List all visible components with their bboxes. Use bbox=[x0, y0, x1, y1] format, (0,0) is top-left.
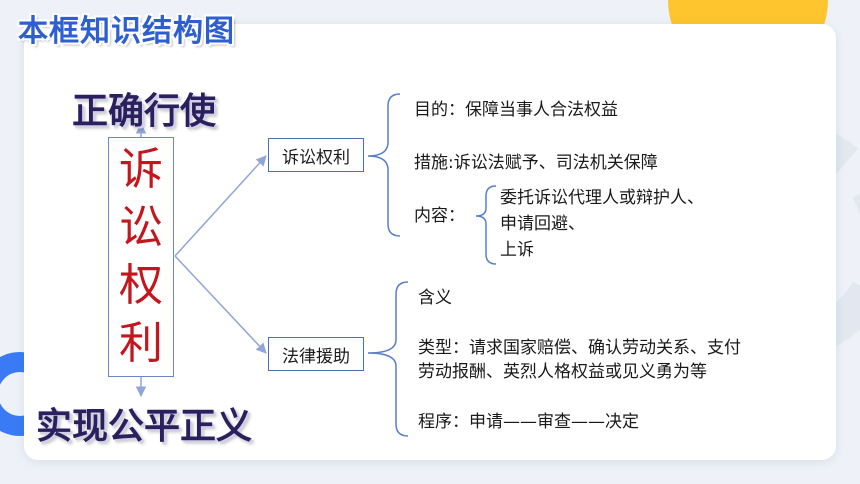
branch2-types-line1: 类型：请求国家赔偿、确认劳动关系、支付 bbox=[418, 338, 741, 358]
content-item-3: 上诉 bbox=[500, 240, 534, 260]
branch2-meaning: 含义 bbox=[418, 288, 452, 308]
main-char-2: 讼 bbox=[119, 202, 163, 253]
brace-content bbox=[475, 185, 497, 265]
branch2-procedure: 程序：申请——审查——决定 bbox=[418, 412, 639, 432]
branch2-types-line2: 劳动报酬、英烈人格权益或见义勇为等 bbox=[418, 362, 707, 382]
content-item-1: 委托诉讼代理人或辩护人、 bbox=[500, 188, 704, 208]
bottom-label: 实现公平正义 bbox=[36, 406, 253, 447]
arrow-to-branch1 bbox=[174, 155, 267, 257]
top-label: 正确行使 bbox=[72, 91, 217, 132]
arrow-to-branch2 bbox=[174, 255, 267, 354]
branch1-measures: 措施:诉讼法赋予、司法机关保障 bbox=[414, 153, 658, 173]
branch1-purpose: 目的：保障当事人合法权益 bbox=[414, 100, 618, 120]
branch1-content-label: 内容： bbox=[414, 206, 465, 226]
main-char-1: 诉 bbox=[119, 144, 163, 195]
page-title: 本框知识结构图 bbox=[18, 14, 235, 49]
brace-branch2 bbox=[367, 281, 409, 437]
branch-box-litigation-rights: 诉讼权利 bbox=[268, 138, 364, 172]
main-char-4: 利 bbox=[119, 318, 163, 369]
main-concept-box: 诉 讼 权 利 bbox=[108, 137, 174, 377]
branch-box-legal-aid: 法律援助 bbox=[268, 337, 364, 371]
content-item-2: 申请回避、 bbox=[500, 214, 585, 234]
main-char-3: 权 bbox=[119, 260, 163, 311]
brace-branch1 bbox=[367, 93, 401, 237]
